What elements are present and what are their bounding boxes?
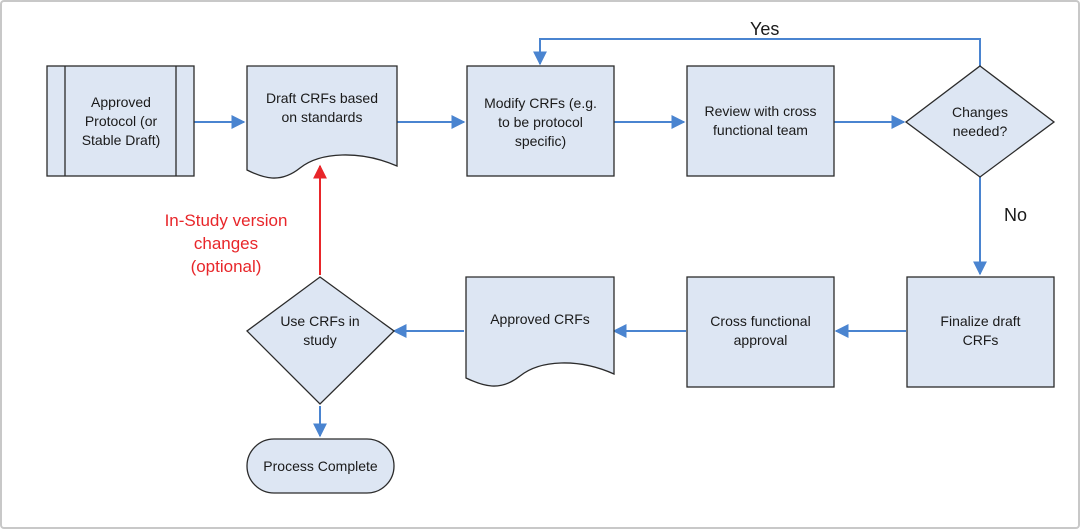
review-team-node xyxy=(686,65,835,177)
modify-crfs-label: Modify CRFs (e.g. to be protocol specifi… xyxy=(484,94,597,149)
yes-edge-label: Yes xyxy=(750,19,780,39)
approved-protocol-node xyxy=(46,65,195,177)
review-team-label: Review with cross functional team xyxy=(704,103,817,138)
arrow-yes-loop xyxy=(533,38,981,66)
cross-functional-approval-node xyxy=(686,276,835,388)
changes-needed-decision xyxy=(904,65,1056,178)
use-crfs-label: Use CRFs in study xyxy=(280,313,360,348)
in-study-changes-label: In-Study version changes (optional) xyxy=(164,211,288,276)
draft-crfs-node xyxy=(246,65,398,179)
finalize-draft-label: Finalize draft CRFs xyxy=(940,313,1021,348)
changes-needed-label: Changes needed? xyxy=(951,104,1009,139)
approved-crfs-label: Approved CRFs xyxy=(490,310,590,327)
draft-crfs-label: Draft CRFs based on standards xyxy=(265,90,379,125)
modify-crfs-node xyxy=(466,65,615,177)
process-complete-label: Process Complete xyxy=(263,457,378,474)
use-crfs-decision xyxy=(246,276,396,405)
approved-crfs-node xyxy=(465,276,615,387)
finalize-draft-node xyxy=(906,276,1055,388)
no-edge-label: No xyxy=(1004,205,1028,225)
process-complete-terminal xyxy=(246,438,395,494)
cross-functional-approval-label: Cross functional approval xyxy=(710,313,811,348)
approved-protocol-label: Approved Protocol (or Stable Draft) xyxy=(81,93,161,148)
